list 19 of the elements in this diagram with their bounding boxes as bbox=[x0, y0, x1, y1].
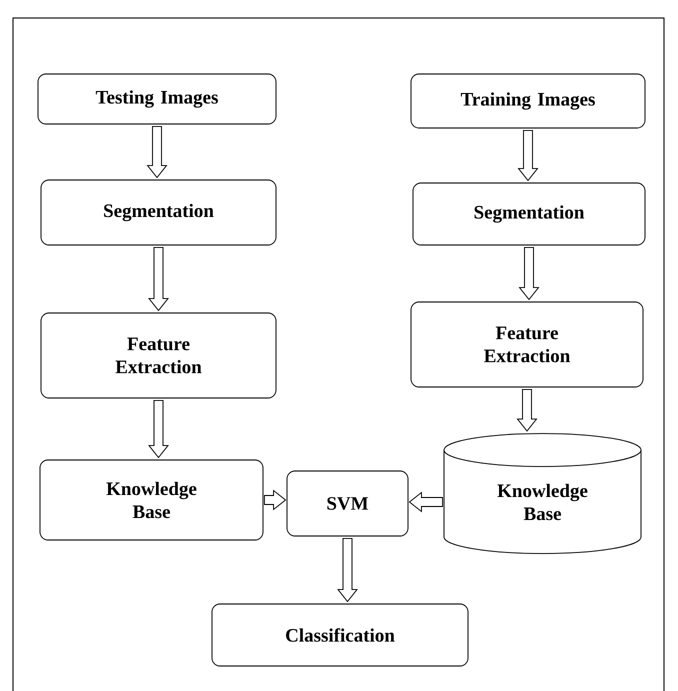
process-box: Feature Extraction bbox=[410, 302, 644, 388]
block-arrow bbox=[337, 538, 358, 602]
database-cylinder: Knowledge Base bbox=[444, 433, 642, 554]
process-box: Training Images bbox=[410, 74, 646, 128]
block-arrow bbox=[146, 126, 168, 178]
block-arrow bbox=[518, 247, 540, 300]
block-arrow bbox=[264, 490, 286, 510]
process-box: Knowledge Base bbox=[40, 460, 264, 540]
block-arrow bbox=[408, 492, 443, 512]
process-box: SVM bbox=[286, 470, 408, 536]
process-box: Classification bbox=[212, 604, 468, 666]
process-box: Feature Extraction bbox=[40, 312, 276, 398]
process-box: Segmentation bbox=[40, 180, 276, 246]
block-arrow bbox=[148, 247, 169, 312]
process-box: Testing Images bbox=[38, 74, 276, 124]
process-box: Segmentation bbox=[412, 182, 646, 246]
block-arrow bbox=[518, 130, 538, 182]
block-arrow bbox=[148, 400, 169, 458]
block-arrow bbox=[516, 389, 538, 432]
